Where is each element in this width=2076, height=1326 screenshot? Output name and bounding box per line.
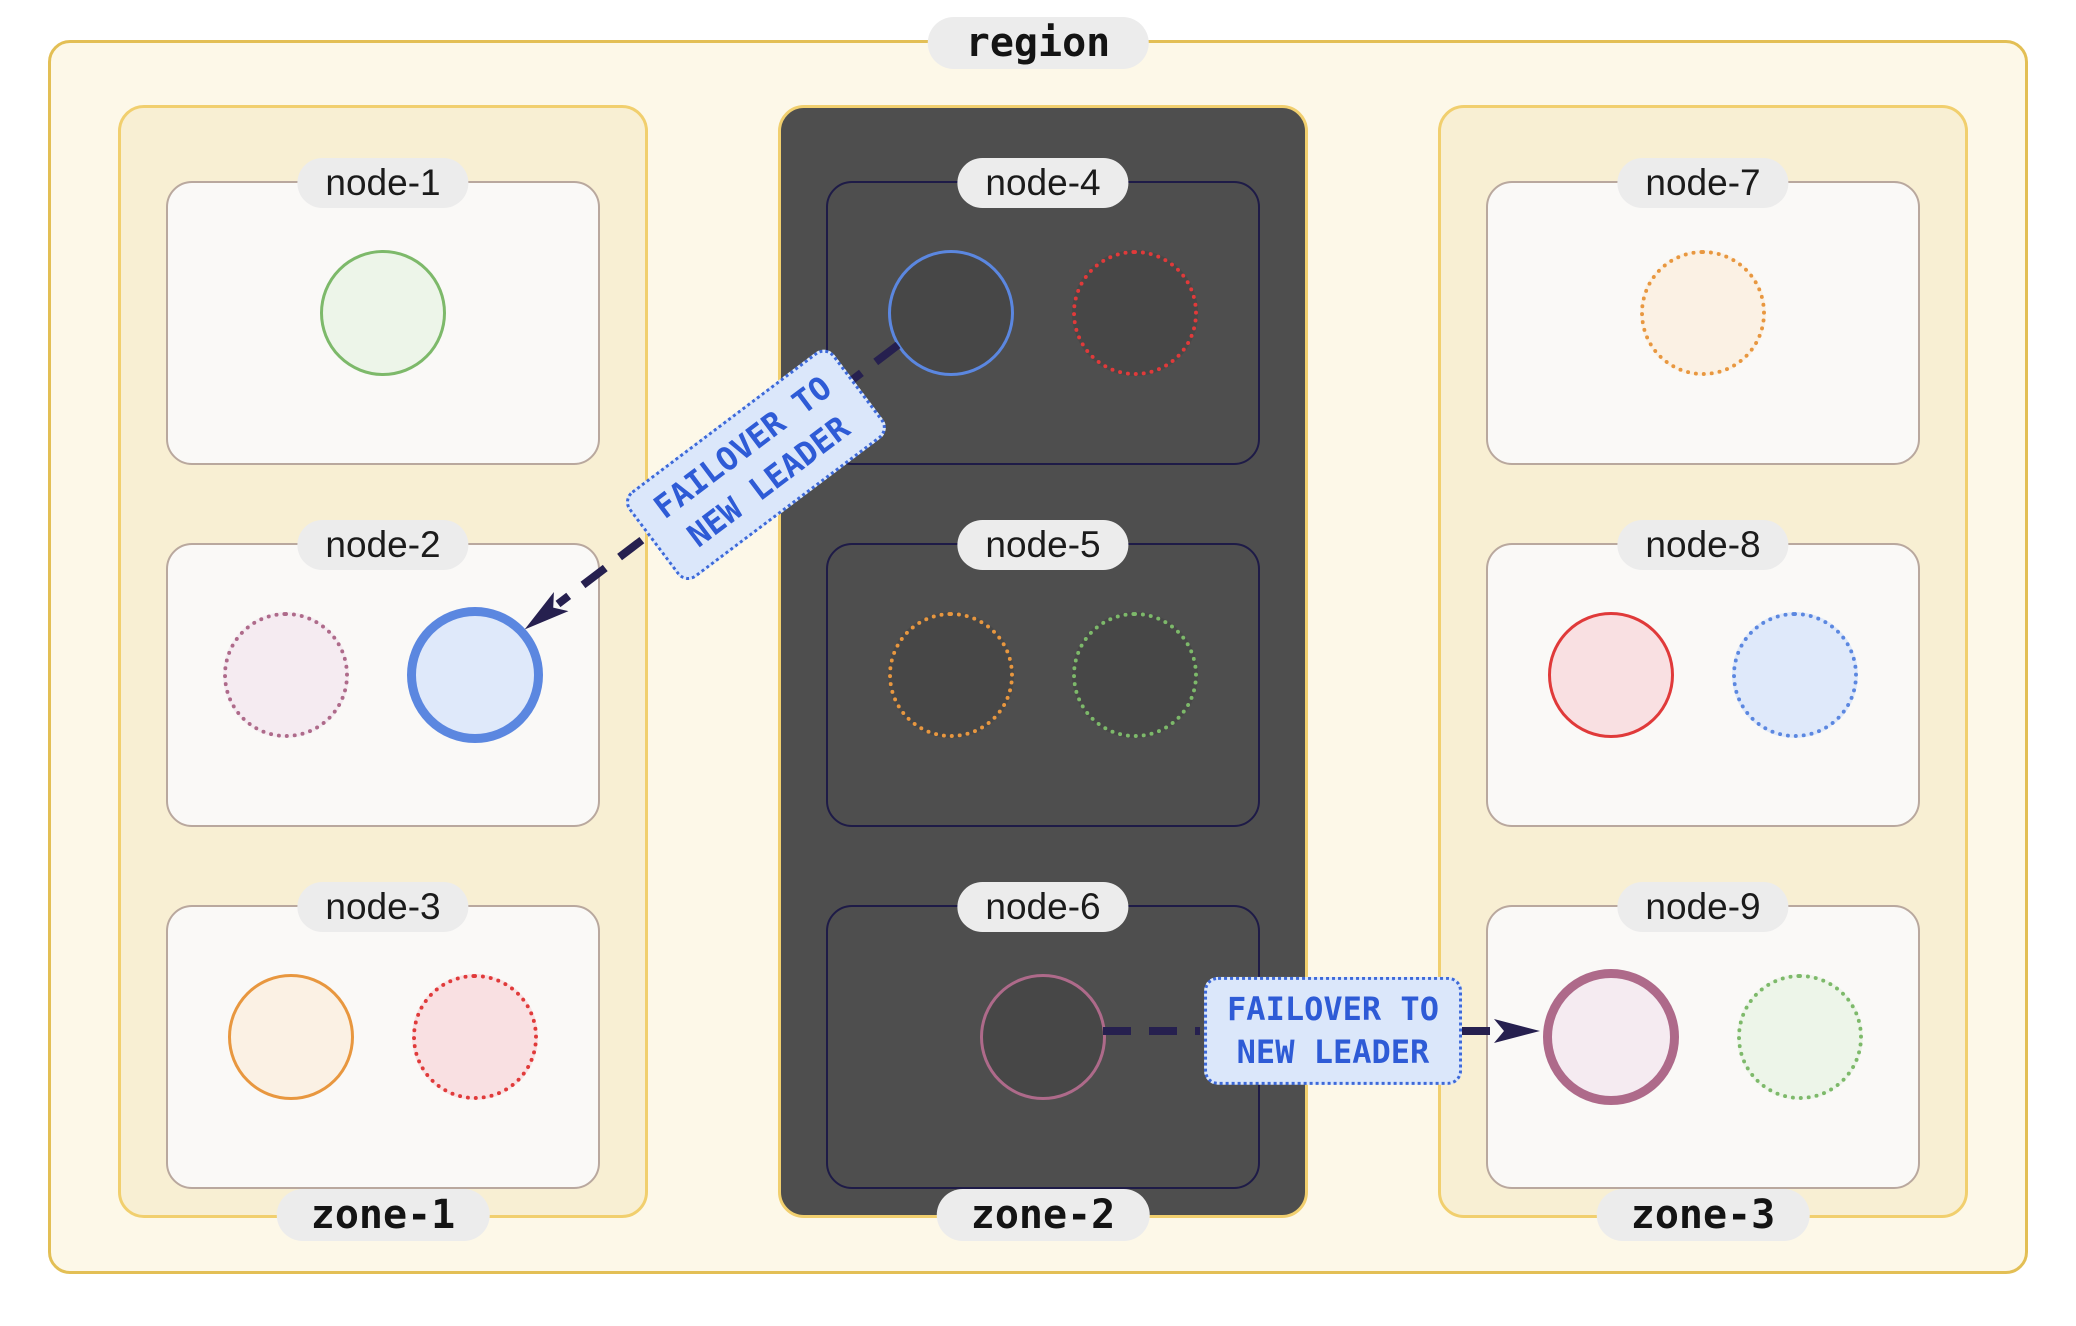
node-4-label: node-4 [957, 158, 1129, 208]
replica-blue-solid [888, 250, 1014, 376]
node-4-box: node-4 [826, 158, 1260, 465]
node-9-label: node-9 [1617, 882, 1789, 932]
node-3-replicas [168, 907, 598, 1167]
replica-red-solid [1548, 612, 1674, 738]
node-6-label: node-6 [957, 882, 1129, 932]
node-7-box: node-7 [1486, 158, 1920, 465]
node-9-box: node-9 [1486, 882, 1920, 1189]
node-3-box: node-3 [166, 882, 600, 1189]
node-2-box: node-2 [166, 520, 600, 827]
replica-orange-dotted [1640, 250, 1766, 376]
node-5-label: node-5 [957, 520, 1129, 570]
node-1-replicas [168, 183, 598, 443]
zone-3-label: zone-3 [1596, 1189, 1810, 1241]
node-1-label: node-1 [297, 158, 469, 208]
replica-green-dotted [1737, 974, 1863, 1100]
node-9-replicas [1488, 907, 1918, 1167]
replica-red-dotted [1072, 250, 1198, 376]
replica-orange-solid [228, 974, 354, 1100]
node-4-replicas [828, 183, 1258, 443]
replica-green-dotted [1072, 612, 1198, 738]
node-3-label: node-3 [297, 882, 469, 932]
replica-orange-dotted [888, 612, 1014, 738]
failover-callout-2-line1: FAILOVER TO [1227, 989, 1439, 1028]
zone-3-box: node-7 node-8 node-9 zone-3 [1438, 105, 1968, 1241]
replica-blue-leader [407, 607, 543, 743]
replica-mauve-dotted [223, 612, 349, 738]
region-box: region node-1 node-2 node-3 zone-1 node-… [48, 17, 2028, 1274]
node-2-replicas [168, 545, 598, 805]
node-8-label: node-8 [1617, 520, 1789, 570]
replica-blue-dotted [1732, 612, 1858, 738]
replica-mauve-solid [980, 974, 1106, 1100]
node-5-replicas [828, 545, 1258, 805]
zone-1-label: zone-1 [276, 1189, 490, 1241]
node-5-box: node-5 [826, 520, 1260, 827]
failover-callout-2-line2: NEW LEADER [1236, 1033, 1430, 1071]
node-6-replicas [828, 907, 1258, 1167]
node-1-box: node-1 [166, 158, 600, 465]
zone-2-label: zone-2 [936, 1189, 1150, 1241]
replica-red-dotted [412, 974, 538, 1100]
node-6-box: node-6 [826, 882, 1260, 1189]
region-label: region [927, 17, 1149, 69]
node-2-label: node-2 [297, 520, 469, 570]
failover-callout-2: FAILOVER TO NEW LEADER [1204, 976, 1462, 1086]
node-8-replicas [1488, 545, 1918, 805]
node-8-box: node-8 [1486, 520, 1920, 827]
node-7-label: node-7 [1617, 158, 1789, 208]
zone-2-box: node-4 node-5 node-6 zone-2 [778, 105, 1308, 1241]
replica-mauve-leader [1543, 969, 1679, 1105]
zone-1-box: node-1 node-2 node-3 zone-1 [118, 105, 648, 1241]
replica-green-solid [320, 250, 446, 376]
node-7-replicas [1488, 183, 1918, 443]
